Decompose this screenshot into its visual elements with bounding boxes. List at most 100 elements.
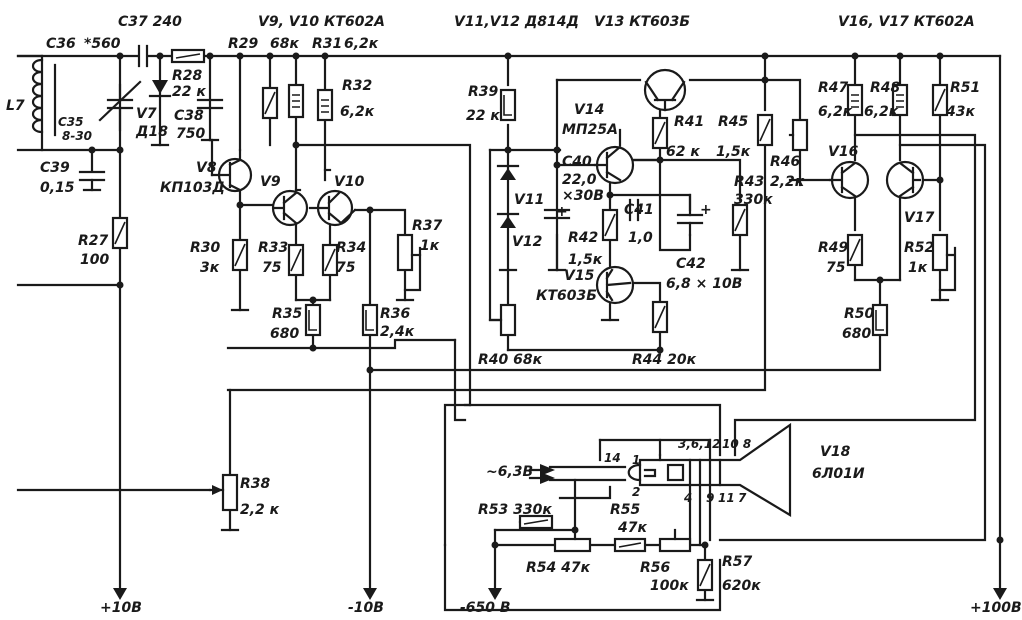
label-minus-10v: -10В [348,600,384,616]
label-l7: L7 [6,98,25,114]
label-pin-14: 14 [604,451,621,465]
label-r50-value: 680 [842,326,871,342]
label-r50: R50 [844,306,875,322]
label-r34: R34 [336,240,366,256]
diodes [148,80,520,228]
label-c39-value: 0,15 [40,180,75,196]
label-r46: R46 [770,154,801,170]
label-r35: R35 [272,306,303,322]
label-r43-value: 330к [734,192,773,208]
label-v16: V16 [828,144,859,160]
label-r57: R57 [722,554,753,570]
label-r55-value: 47к [617,520,647,536]
label-r27: R27 [78,233,109,249]
label-heater-voltage: ~6,3В [486,464,533,480]
label-r30: R30 [190,240,221,256]
label-pin-4: 4 [683,491,692,505]
label-r31: R31 [312,36,342,52]
label-v8: V8 [196,160,217,176]
label-v12: V12 [512,234,542,250]
junction-dots [88,52,1004,549]
label-r41-value: 62 к [666,144,700,160]
label-r56: R56 [640,560,671,576]
label-r36-value: 2,4к [380,324,415,340]
label-r53: R53 330к [478,502,552,518]
label-r49-value: 75 [826,260,846,276]
label-v13-header: V13 КТ603Б [594,14,690,30]
label-v10: V10 [334,174,365,190]
label-r37-value: 1к [420,238,440,254]
label-v17: V17 [904,210,935,226]
label-r42: R42 [568,230,598,246]
label-r29: R29 [228,36,259,52]
label-r48: R48 [870,80,901,96]
label-c42: C42 [676,256,706,272]
label-v8-value: КП103Д [160,180,225,196]
label-r56-value: 100к [650,578,689,594]
label-r52: R52 [904,240,934,256]
label-c40-value-1: 22,0 [562,172,597,188]
label-c36-value: *560 [84,36,121,52]
label-r55: R55 [610,502,641,518]
resistors [111,48,957,592]
label-c40: C40 [562,154,592,170]
label-r34-value: 75 [336,260,356,276]
label-pin-9: 9 [706,491,714,505]
label-r27-value: 100 [80,252,109,268]
label-v9-v10-header: V9, V10 КТ602А [258,14,385,30]
label-c37: C37 240 [118,14,182,30]
label-minus-650v: -650 В [460,600,511,616]
label-pin-1: 1 [632,453,640,467]
label-r54: R54 47к [526,560,591,576]
label-r51-value: 43к [945,104,975,120]
label-c35: C35 [58,115,84,129]
label-r38: R38 [240,476,271,492]
inductor-l7 [31,58,57,137]
label-r31-value: 6,2к [344,36,379,52]
label-v11-v12-header: V11,V12 Д814Д [454,14,579,30]
label-r28-value: 22 к [172,84,206,100]
label-v18-value: 6Л01И [812,466,865,482]
label-r38-value: 2,2 к [240,502,280,518]
label-v11: V11 [514,192,544,208]
ground-stubs [82,138,950,602]
label-r32: R32 [342,78,372,94]
label-r49: R49 [818,240,849,256]
label-r39-value: 22 к [466,108,500,124]
label-r45-value: 1,5к [716,144,751,160]
label-r46-value: 2,2к [770,174,805,190]
label-c41: C41 [624,202,654,218]
label-pin-11: 11 [718,491,735,505]
rail-arrows [113,464,1007,600]
label-r45: R45 [718,114,749,130]
label-v9: V9 [260,174,281,190]
label-pins-3-6-12: 3,6,12 [678,437,721,451]
label-pins-10-8: 10 8 [722,437,751,451]
label-r48-value: 6,2к [864,104,899,120]
label-r47: R47 [818,80,849,96]
label-r35-value: 680 [270,326,299,342]
transistors [208,68,925,305]
label-r30-value: 3к [200,260,220,276]
capacitors [78,44,704,237]
label-c35-value: 8-30 [62,129,92,143]
label-plus-100v: +100В [970,600,1022,616]
label-v16-v17-header: V16, V17 КТ602А [838,14,975,30]
label-r52-value: 1к [908,260,928,276]
label-r47-value: 6,2к [818,104,853,120]
label-r41: R41 [674,114,704,130]
label-c41-value: 1,0 [628,230,653,246]
label-pin-7: 7 [738,491,747,505]
crt-v18 [627,422,792,517]
label-r33-value: 75 [262,260,282,276]
label-r51: R51 [950,80,980,96]
labels: C37 240 C36 *560 L7 C35 8-30 C39 0,15 R2… [6,14,1022,616]
label-c38: C38 [174,108,204,124]
label-c36: C36 [46,36,76,52]
label-v15: V15 [564,268,595,284]
label-r40: R40 68к [478,352,543,368]
label-r33: R33 [258,240,288,256]
label-c40-plus: + [556,204,568,220]
label-v14-value: МП25А [562,122,618,138]
label-v18: V18 [820,444,851,460]
